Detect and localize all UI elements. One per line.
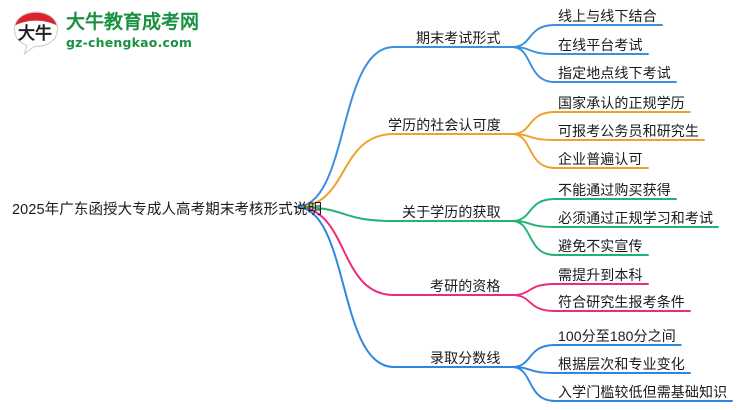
connector-path: [511, 24, 663, 48]
connector-path: [511, 46, 677, 83]
branch-label: 关于学历的获取: [402, 204, 501, 220]
branch-label: 期末考试形式: [416, 30, 501, 46]
logo-title: 大牛教育成考网: [66, 12, 200, 33]
connector-path: [511, 294, 691, 312]
connector-path: [511, 366, 733, 402]
logo-url: gz-chengkao.com: [66, 35, 193, 50]
connector-path: [295, 133, 513, 208]
leaf-label: 需提升到本科: [558, 267, 643, 283]
connector-path: [295, 206, 513, 222]
connector-path: [511, 198, 677, 222]
connector-path: [295, 206, 513, 296]
leaf-label: 线上与线下结合: [558, 8, 657, 24]
root-node-label: 2025年广东函授大专成人高考期末考核形式说明: [12, 202, 323, 218]
leaf-label: 根据层次和专业变化: [558, 356, 685, 372]
connector-path: [295, 206, 513, 368]
logo-text: 大牛教育成考网 gz-chengkao.com: [66, 11, 200, 51]
connector-path: [511, 344, 682, 368]
branch-label: 考研的资格: [430, 278, 501, 294]
connector-path: [511, 220, 649, 256]
leaf-label: 国家承认的正规学历: [558, 95, 685, 111]
logo-mark-icon: 大牛: [13, 11, 59, 56]
leaf-label: 可报考公务员和研究生: [558, 123, 699, 139]
connector-path: [511, 133, 649, 169]
site-logo: 大牛 大牛教育成考网 gz-chengkao.com: [12, 8, 200, 60]
leaf-label: 100分至180分之间: [558, 328, 676, 344]
leaf-label: 不能通过购买获得: [558, 182, 671, 198]
connector-path: [511, 111, 691, 135]
leaf-label: 必须通过正规学习和考试: [558, 210, 714, 226]
leaf-label: 指定地点线下考试: [558, 65, 671, 81]
leaf-label: 避免不实宣传: [558, 238, 643, 254]
branch-label: 录取分数线: [430, 350, 501, 366]
connector-path: [295, 46, 513, 208]
leaf-label: 入学门槛较低但需基础知识: [558, 384, 728, 400]
leaf-label: 符合研究生报考条件: [558, 294, 685, 310]
svg-text:大牛: 大牛: [18, 23, 52, 44]
leaf-label: 在线平台考试: [558, 37, 643, 53]
branch-label: 学历的社会认可度: [388, 117, 501, 133]
leaf-label: 企业普遍认可: [558, 151, 643, 167]
